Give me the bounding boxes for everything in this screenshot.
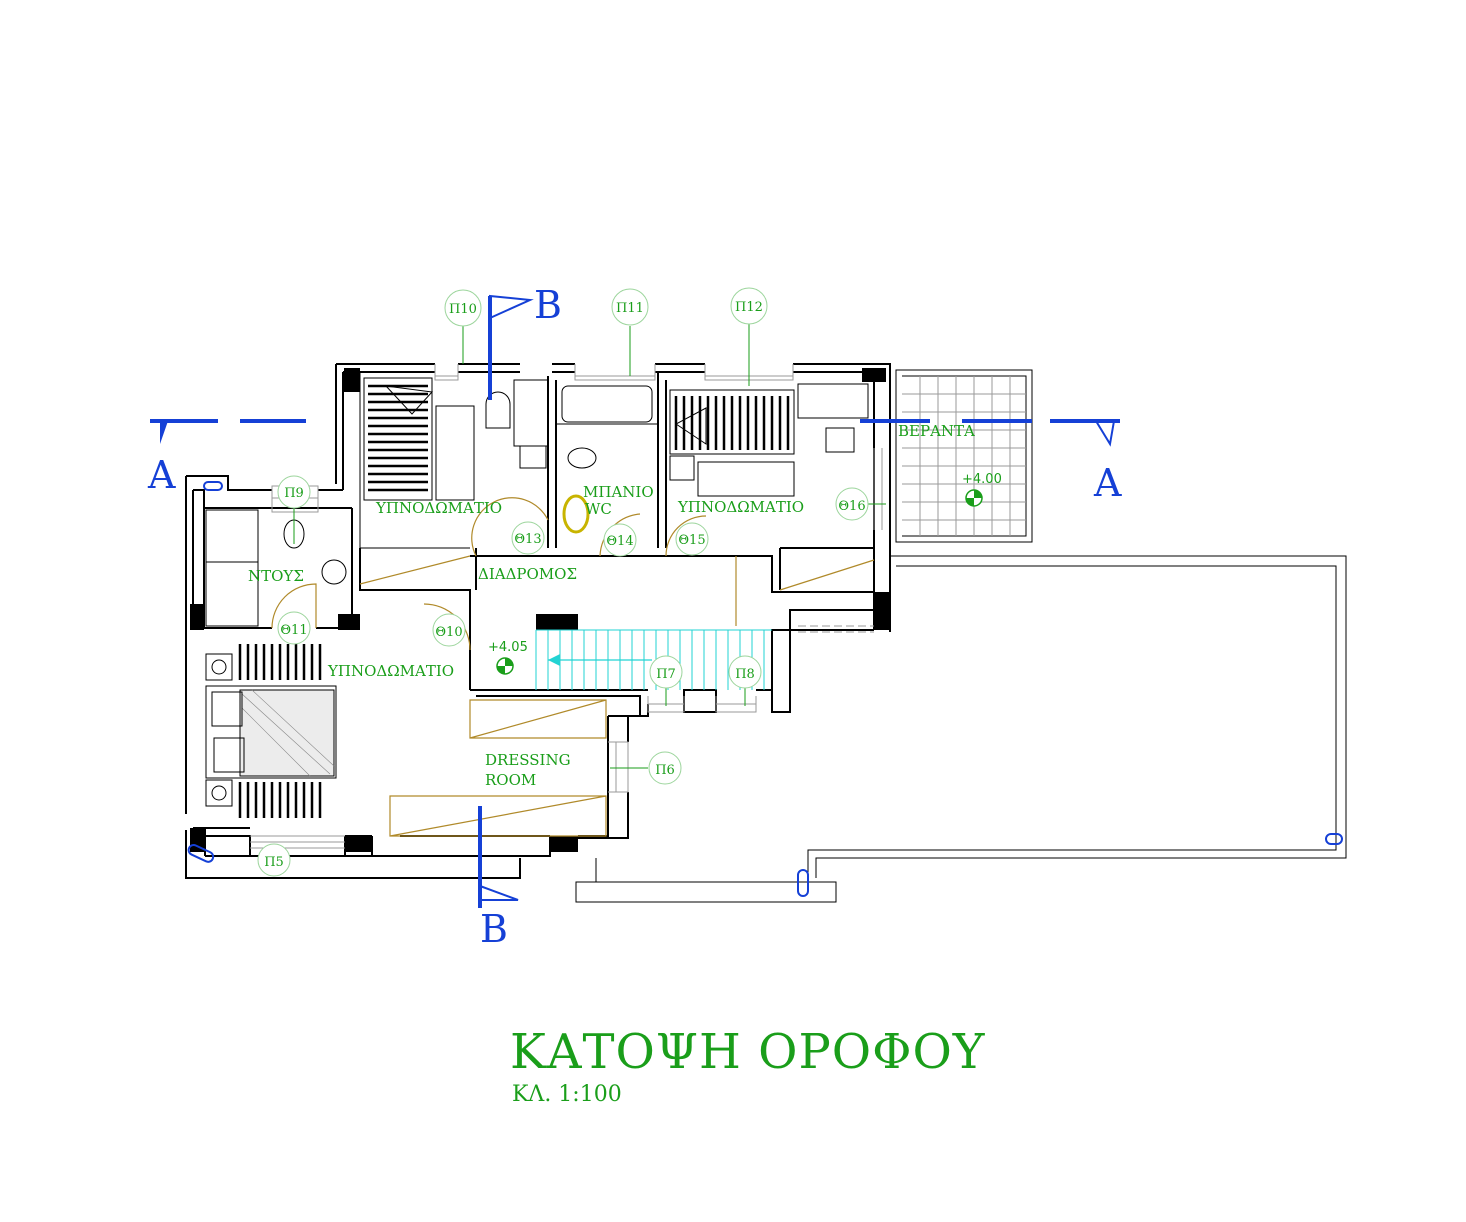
room-dressing-line1: DRESSING (485, 751, 571, 769)
section-b-bottom-label: B (480, 907, 508, 951)
room-bath-line1: ΜΠΑΝΙΟ (583, 483, 654, 501)
window-tag-p5: Π5 (264, 855, 284, 870)
section-a-right-label: A (1093, 461, 1122, 505)
window-tag-p12: Π12 (735, 300, 763, 315)
room-bedroom-nw: ΥΠΝΟΔΩΜΑΤΙΟ (375, 499, 502, 517)
door-tag-t16: Θ16 (838, 499, 865, 514)
room-bedroom-ne: ΥΠΝΟΔΩΜΑΤΙΟ (677, 498, 804, 516)
section-b-top-label: B (534, 283, 562, 327)
window-tags: Π10 Π11 Π12 Π9 Π5 Π6 Π7 Π8 (257, 287, 768, 877)
level-corridor: +4.05 (488, 640, 528, 655)
window-tag-p11: Π11 (616, 301, 644, 316)
room-bath-line2: WC (585, 500, 612, 518)
drawing-title: ΚΑΤΟΨΗ ΟΡΟΦΟΥ (510, 1024, 986, 1080)
room-veranda: ΒΕΡΑΝΤΑ (898, 422, 975, 440)
walls (185, 363, 1347, 903)
section-cut-b (478, 294, 534, 908)
room-dressing-line2: ROOM (485, 771, 536, 789)
room-corridor: ΔΙΑΔΡΟΜΟΣ (478, 565, 577, 583)
door-tag-t10: Θ10 (435, 625, 462, 640)
furniture (187, 376, 1343, 897)
columns (190, 368, 890, 852)
door-tag-t14: Θ14 (606, 534, 633, 549)
level-marker-corridor: +4.05 (488, 640, 528, 675)
door-tag-t13: Θ13 (514, 532, 541, 547)
section-a-left-label: A (147, 453, 176, 497)
door-swings (271, 497, 875, 837)
section-cut-a (150, 419, 1120, 447)
drawing-scale: ΚΛ. 1:100 (512, 1082, 622, 1107)
window-openings (250, 364, 883, 849)
door-tags: Θ13 Θ14 Θ15 Θ16 Θ11 Θ10 (277, 487, 886, 647)
room-bedroom-sw: ΥΠΝΟΔΩΜΑΤΙΟ (327, 662, 454, 680)
door-tag-t11: Θ11 (280, 623, 307, 638)
room-shower: ΝΤΟΥΣ (248, 567, 304, 585)
window-tag-p9: Π9 (284, 486, 304, 501)
door-tag-t15: Θ15 (678, 533, 705, 548)
level-veranda: +4.00 (962, 472, 1002, 487)
window-tag-p10: Π10 (449, 302, 477, 317)
window-tag-p6: Π6 (655, 763, 675, 778)
window-tag-p7: Π7 (656, 667, 676, 682)
window-tag-p8: Π8 (735, 667, 755, 682)
level-marker-veranda: +4.00 (962, 472, 1002, 507)
